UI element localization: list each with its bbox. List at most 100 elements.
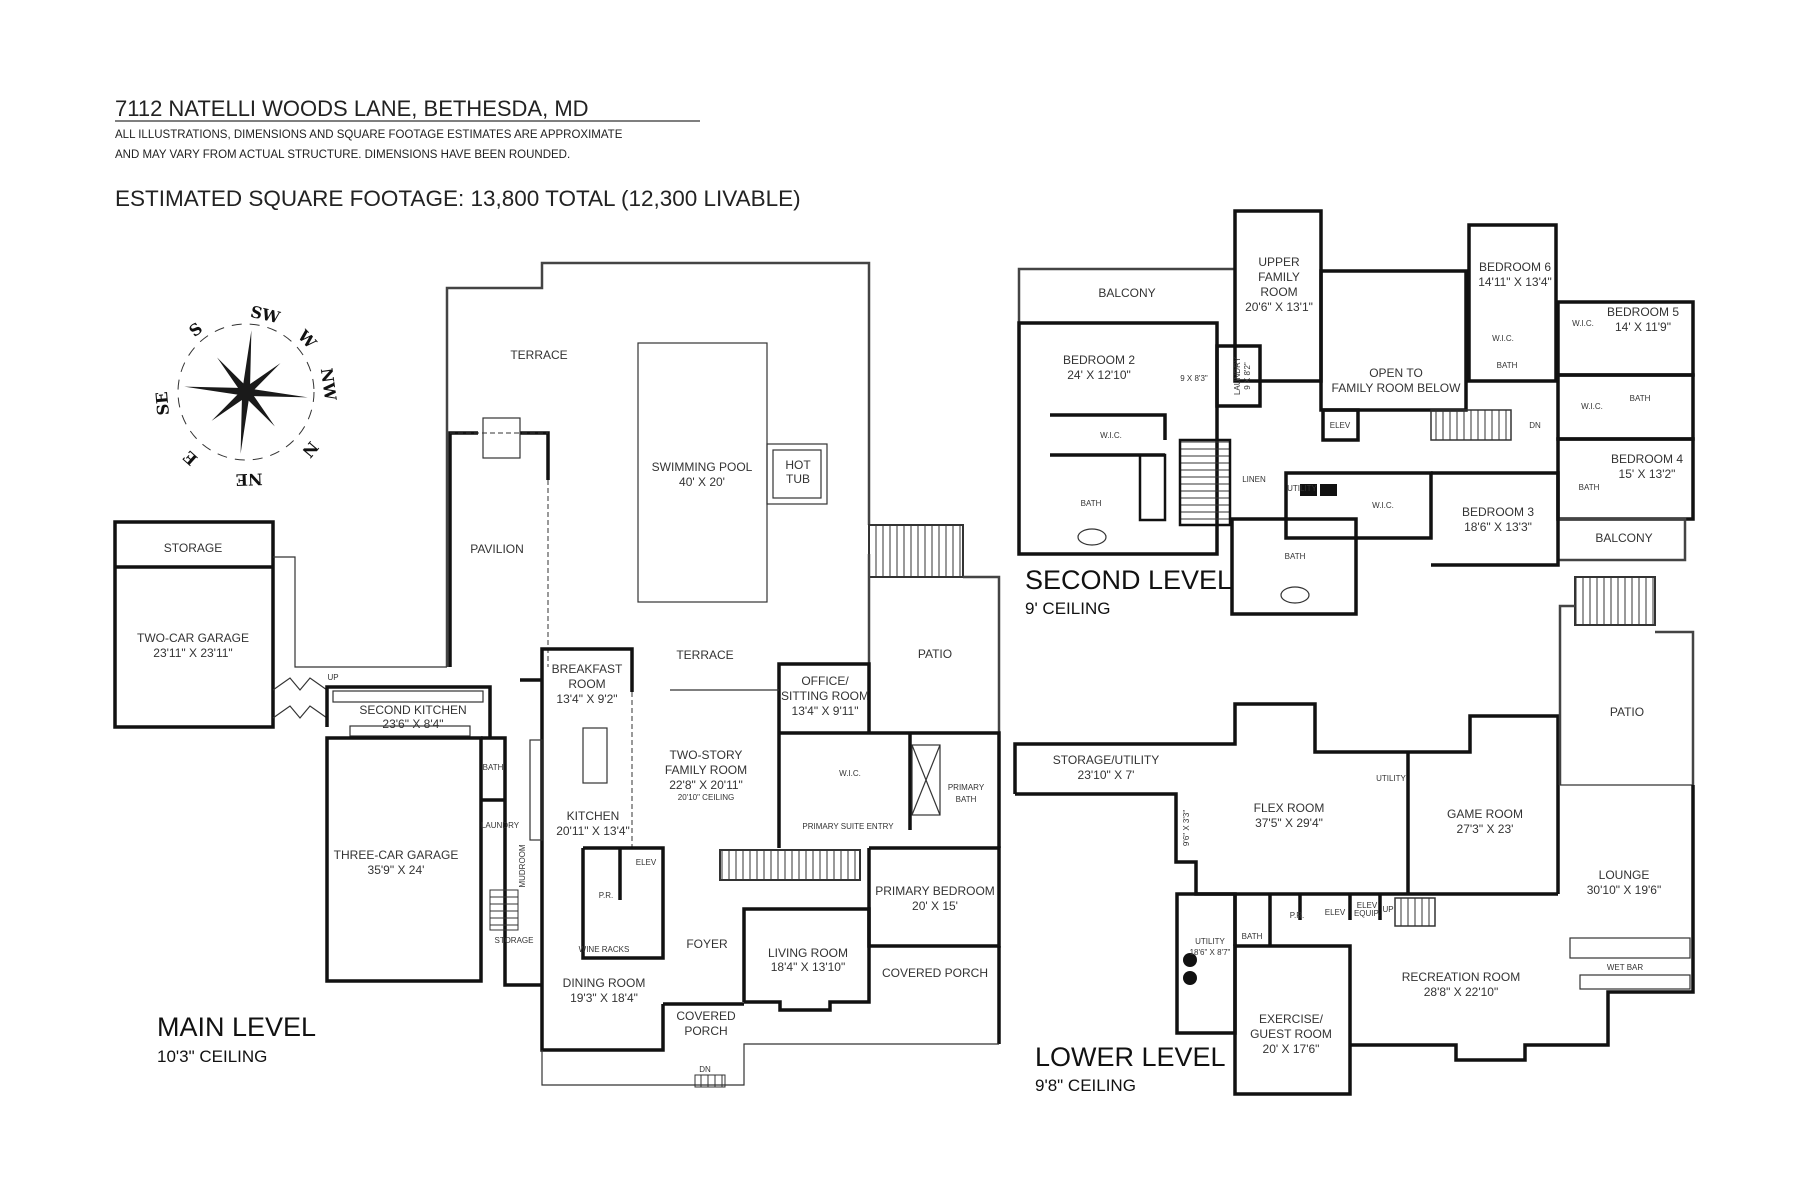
laundry bbox=[1215, 344, 1262, 408]
wic-5-label: W.I.C. bbox=[1572, 319, 1594, 328]
exercise-room-label: EXERCISE/ bbox=[1259, 1012, 1324, 1026]
compass-label-sw: SW bbox=[249, 302, 283, 327]
wic-2-label: W.I.C. bbox=[1100, 431, 1122, 440]
main-stairs bbox=[719, 849, 861, 881]
three-car-garage-label: THREE-CAR GARAGE bbox=[334, 848, 459, 862]
second-level-title: SECOND LEVEL bbox=[1025, 565, 1232, 595]
dn-marker: DN bbox=[699, 1065, 711, 1074]
family-room-dims: 22'8" X 20'11" bbox=[669, 778, 743, 792]
second-kitchen-dims: 23'6" X 8'4" bbox=[382, 717, 443, 731]
two-car-garage-dims: 23'11" X 23'11" bbox=[153, 646, 232, 660]
compass-label-n: N bbox=[298, 438, 322, 461]
exercise-room-label-2: GUEST ROOM bbox=[1250, 1027, 1332, 1041]
bath-lower-label: BATH bbox=[1285, 552, 1306, 561]
garage-storage-label: STORAGE bbox=[164, 541, 222, 555]
closet-2-dims: 9 X 8'3" bbox=[1180, 374, 1208, 383]
main-level-labels: TERRACE SWIMMING POOL 40' X 20' HOT TUB … bbox=[137, 348, 995, 1074]
linen-label: LINEN bbox=[1242, 475, 1266, 484]
fireplace-icon bbox=[482, 417, 521, 459]
main-level-plan bbox=[113, 261, 1001, 1088]
living-room-dims: 18'4" X 13'10" bbox=[771, 960, 846, 974]
wine-racks-label: WINE RACKS bbox=[579, 945, 630, 954]
open-to-below-label-2: FAMILY ROOM BELOW bbox=[1332, 381, 1462, 395]
utility-label: UTILITY bbox=[1195, 937, 1225, 946]
closet-dims: 9'6" X 3'3" bbox=[1182, 810, 1191, 846]
office-dims: 13'4" X 9'11" bbox=[792, 704, 859, 718]
bedroom-5-label: BEDROOM 5 bbox=[1607, 305, 1679, 319]
balcony-left-label: BALCONY bbox=[1098, 286, 1155, 300]
pool-dims: 40' X 20' bbox=[679, 475, 725, 489]
second-kitchen-label: SECOND KITCHEN bbox=[359, 703, 466, 717]
primary-bedroom-label: PRIMARY BEDROOM bbox=[875, 884, 995, 898]
family-room-label-2: FAMILY ROOM bbox=[665, 763, 747, 777]
lower-level-plan bbox=[1013, 576, 1695, 1096]
elev-equip-label-2: EQUIP. bbox=[1354, 909, 1380, 918]
primary-bedroom-dims: 20' X 15' bbox=[912, 899, 958, 913]
bath-2-label: BATH bbox=[1081, 499, 1102, 508]
bath-4-label: BATH bbox=[1579, 483, 1600, 492]
storage-utility-dims: 23'10" X 7' bbox=[1078, 768, 1135, 782]
two-car-garage bbox=[113, 520, 275, 729]
upper-family-label-3: ROOM bbox=[1260, 285, 1297, 299]
hot-tub bbox=[766, 443, 828, 505]
patio-label: PATIO bbox=[918, 647, 952, 661]
wic-3-label: W.I.C. bbox=[1372, 501, 1394, 510]
utility-small-label: UTILITY bbox=[1376, 774, 1406, 783]
elev-equip-label: ELEV bbox=[1357, 901, 1378, 910]
mudroom-label: MUDROOM bbox=[518, 844, 527, 887]
laundry-label: LAUNDRY bbox=[1233, 356, 1242, 395]
pool-label: SWIMMING POOL bbox=[652, 460, 753, 474]
storage-utility-label: STORAGE/UTILITY bbox=[1053, 753, 1159, 767]
primary-bath-label-2: BATH bbox=[956, 795, 977, 804]
flex-room-label: FLEX ROOM bbox=[1254, 801, 1325, 815]
bedroom-3-label: BEDROOM 3 bbox=[1462, 505, 1534, 519]
wic-6-label: W.I.C. bbox=[1492, 334, 1514, 343]
bedroom-6-dims: 14'11" X 13'4" bbox=[1478, 275, 1552, 289]
laundry-label: LAUNDRY bbox=[481, 821, 520, 830]
bedroom-2 bbox=[1017, 321, 1219, 556]
elevator-label: ELEV bbox=[1330, 421, 1351, 430]
compass-rose-icon bbox=[177, 323, 315, 461]
terrace-top-label: TERRACE bbox=[510, 348, 567, 362]
storage-label: STORAGE bbox=[495, 936, 534, 945]
compass-label-se: SE bbox=[152, 391, 173, 416]
second-level-ceiling: 9' CEILING bbox=[1025, 599, 1110, 618]
terrace-label: TERRACE bbox=[676, 648, 733, 662]
main-level-title: MAIN LEVEL bbox=[157, 1012, 316, 1042]
compass-label-ne: NE bbox=[235, 470, 262, 490]
bedroom-3-dims: 18'6" X 13'3" bbox=[1464, 520, 1532, 534]
second-level-stairs bbox=[1178, 438, 1232, 527]
open-to-below bbox=[1319, 269, 1468, 412]
square-footage: ESTIMATED SQUARE FOOTAGE: 13,800 TOTAL (… bbox=[115, 186, 801, 211]
bath-5-label: BATH bbox=[1630, 394, 1651, 403]
bath-label: BATH bbox=[1242, 932, 1263, 941]
family-room-label: TWO-STORY bbox=[670, 748, 743, 762]
utility-label: UTILITY bbox=[1287, 484, 1317, 493]
dining-room-dims: 19'3" X 18'4" bbox=[570, 991, 638, 1005]
game-room-dims: 27'3" X 23' bbox=[1457, 822, 1514, 836]
kitchen-label: KITCHEN bbox=[567, 809, 620, 823]
exercise-room-dims: 20' X 17'6" bbox=[1263, 1042, 1320, 1056]
living-room-label: LIVING ROOM bbox=[768, 946, 848, 960]
bedroom-2-dims: 24' X 12'10" bbox=[1067, 368, 1131, 382]
pavilion-label: PAVILION bbox=[470, 542, 524, 556]
kitchen-dims: 20'11" X 13'4" bbox=[556, 824, 630, 838]
upper-family-label: UPPER bbox=[1258, 255, 1300, 269]
lounge-dims: 30'10" X 19'6" bbox=[1587, 883, 1662, 897]
disclaimer-line-1: ALL ILLUSTRATIONS, DIMENSIONS AND SQUARE… bbox=[115, 129, 623, 141]
elevator-label: ELEV bbox=[636, 858, 657, 867]
laundry-dims: 9 X 8'2" bbox=[1243, 362, 1252, 390]
recreation-room-label: RECREATION ROOM bbox=[1402, 970, 1520, 984]
main-level-ceiling: 10'3" CEILING bbox=[157, 1047, 267, 1066]
powder-room-label: P.R. bbox=[599, 891, 614, 900]
lounge-label: LOUNGE bbox=[1599, 868, 1650, 882]
bedroom-4-label: BEDROOM 4 bbox=[1611, 452, 1683, 466]
family-room-ceiling: 20'10" CEILING bbox=[678, 793, 734, 802]
header: 7112 NATELLI WOODS LANE, BETHESDA, MD AL… bbox=[115, 96, 801, 211]
address-title: 7112 NATELLI WOODS LANE, BETHESDA, MD bbox=[115, 96, 589, 121]
bedroom-5-dims: 14' X 11'9" bbox=[1615, 320, 1671, 334]
covered-porch-right-label: COVERED PORCH bbox=[882, 966, 988, 980]
three-car-garage-dims: 35'9" X 24' bbox=[368, 863, 425, 877]
hot-tub-label: HOT bbox=[785, 458, 811, 472]
